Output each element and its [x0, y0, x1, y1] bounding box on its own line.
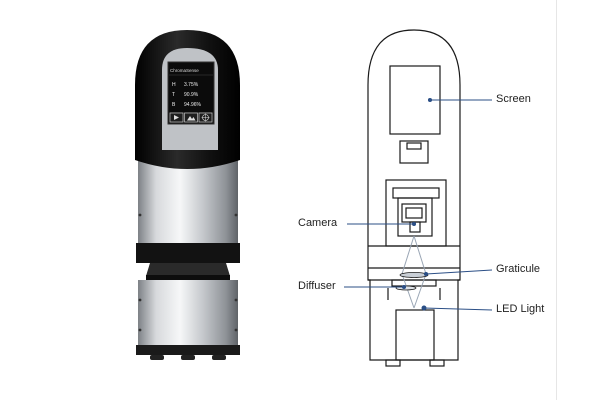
sample-stage [146, 263, 230, 276]
screen-reading-value: 90.9% [184, 92, 199, 98]
label-screen: Screen [496, 93, 531, 105]
play-icon[interactable] [169, 112, 184, 123]
schematic-camera [397, 197, 433, 237]
device-schematic [344, 29, 493, 367]
label-camera: Camera [298, 217, 338, 229]
screen-reading-letter: B [172, 102, 176, 108]
label-diffuser: Diffuser [298, 280, 336, 292]
device-lower-body [138, 280, 238, 346]
screen-reading-value: 94.96% [184, 102, 202, 108]
right-divider [556, 0, 557, 400]
device-dark-band [136, 243, 240, 263]
schematic-lower-base [367, 268, 461, 361]
label-led-light: LED Light [496, 303, 545, 315]
screen-reading-letter: H [172, 82, 176, 88]
schematic-control-block [399, 140, 429, 164]
label-graticule: Graticule [496, 263, 541, 275]
schematic-graticule [399, 272, 429, 278]
image-icon[interactable] [184, 112, 198, 123]
device-photo: ChromaSense H 3.75% T 90.9% B 94.96% [135, 30, 240, 360]
schematic-led-chamber [395, 309, 435, 361]
device-base-plate [136, 345, 240, 355]
screen-reading-value: 3.75% [184, 82, 199, 88]
screen-reading-letter: T [172, 92, 175, 98]
schematic-outer-shell [367, 29, 461, 268]
crosshair-icon[interactable] [198, 112, 213, 123]
schematic-sample-stage [391, 279, 437, 287]
screen-brand-text: ChromaSense [170, 68, 199, 73]
